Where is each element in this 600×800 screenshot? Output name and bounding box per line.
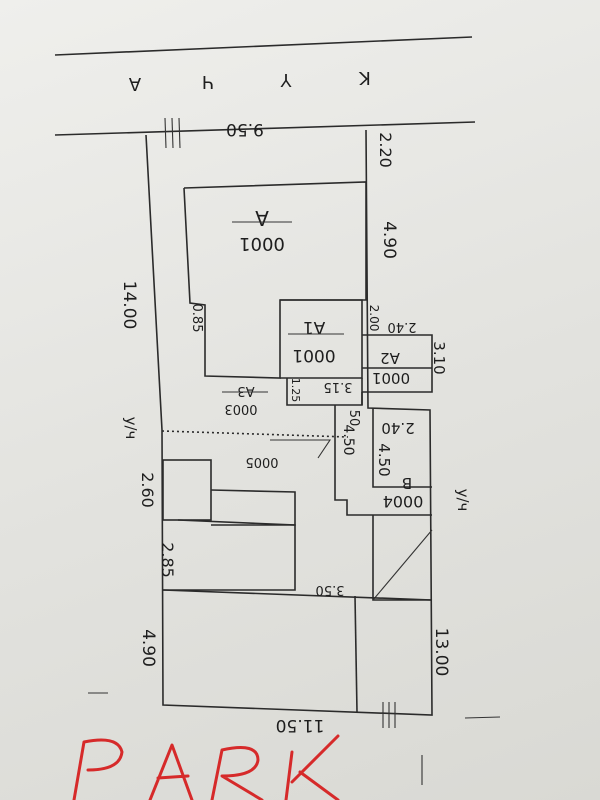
- label-num-0005: 0005: [245, 454, 278, 469]
- dim-porch-b-top: 2.40: [381, 419, 414, 437]
- dimensions: 9.50 2.20 4.90 14.00 0.85 2.00 2.40 3.10…: [119, 119, 451, 735]
- leader-0005: [270, 439, 332, 459]
- gate-marks-top: [164, 117, 181, 149]
- label-yard-right: у/ч: [454, 489, 472, 512]
- outbuilding-1: [162, 459, 212, 521]
- extension-a2: [362, 334, 433, 393]
- label-num-a1: 0001: [292, 345, 335, 365]
- dim-porch-a: 4.50: [340, 424, 356, 455]
- outbuilding-3: [163, 519, 296, 591]
- dim-right-house: 4.90: [379, 221, 399, 259]
- porch-b: [372, 408, 432, 488]
- street-letter-1: K: [358, 67, 371, 88]
- street-letter-4: A: [128, 73, 141, 94]
- fence-line: [161, 430, 349, 438]
- dim-left-285: 2.85: [158, 542, 177, 578]
- dim-yard-350: 3.50: [316, 582, 345, 597]
- dim-porch-b-side: 4.50: [375, 443, 393, 476]
- street-letter-2: Y: [280, 69, 293, 90]
- label-lit-a2: A2: [380, 349, 400, 367]
- dim-inner-085: 0.85: [189, 304, 204, 333]
- building-labels: A 0001 A1 0001 A2 0001 A3 0003 0005 B 00…: [122, 206, 472, 511]
- gate-marks-bottom: [88, 692, 501, 785]
- street-line-bottom: [54, 121, 476, 136]
- extension-a1: [280, 299, 363, 379]
- dim-top-width: 9.50: [226, 119, 264, 139]
- label-lit-a1: A1: [303, 317, 325, 337]
- label-num-b: 0004: [383, 492, 424, 511]
- extension-a3: [286, 378, 363, 406]
- label-lit-a: A: [255, 206, 269, 230]
- label-num-a2: 0001: [372, 369, 410, 387]
- dim-tiny-50: 50: [346, 410, 361, 427]
- dim-a3-small: 1.25: [289, 378, 302, 403]
- dim-a3-width: 3.15: [324, 379, 353, 394]
- label-lit-a3: A3: [237, 383, 254, 398]
- dim-left-260: 2.60: [138, 472, 157, 508]
- dim-left-490: 4.90: [138, 629, 158, 667]
- dim-a2-small: 2.00: [367, 305, 381, 332]
- yard-divider: [354, 595, 358, 713]
- plot-boundary: [145, 129, 433, 716]
- label-num-a: 0001: [239, 233, 285, 254]
- dim-310: 3.10: [430, 341, 448, 374]
- dim-left-long: 14.00: [119, 281, 139, 330]
- shed-outline: [372, 515, 432, 601]
- shed-diagonal: [372, 529, 433, 601]
- porch-outline: [334, 405, 432, 516]
- handwritten-park: [72, 734, 340, 800]
- street-line-top: [54, 36, 473, 56]
- dim-right-1300: 13.00: [431, 628, 451, 677]
- yard-top-line: [162, 589, 433, 601]
- house-a-outline: [183, 181, 367, 379]
- street-letter-3: Ч: [202, 71, 214, 92]
- label-num-a3: 0003: [224, 401, 257, 416]
- street-name: K Y Ч A: [128, 67, 371, 94]
- dim-bottom-1150: 11.50: [276, 715, 325, 735]
- label-yard-left: у/ч: [122, 417, 140, 440]
- dim-right-top: 2.20: [376, 132, 395, 168]
- label-lit-b: B: [402, 474, 412, 492]
- outbuilding-2: [210, 489, 296, 526]
- dim-a2-top: 2.40: [388, 319, 417, 334]
